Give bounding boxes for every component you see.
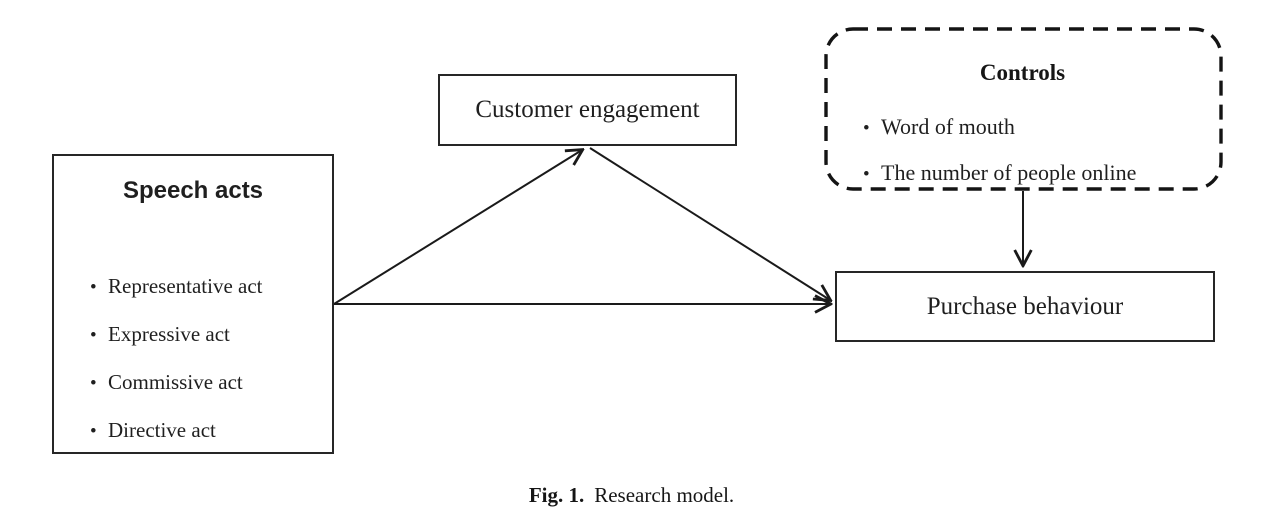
list-item-label: Representative act [108,274,263,298]
list-item-label: The number of people online [881,160,1137,185]
controls-list: Word of mouth The number of people onlin… [823,105,1222,197]
list-item-label: Directive act [108,418,216,442]
node-speech-acts: Speech acts Representative act Expressiv… [52,154,334,454]
figure-caption: Fig. 1. Research model. [0,483,1263,508]
list-item: Commissive act [90,359,332,407]
figure-caption-text: Research model. [594,483,735,507]
node-controls: Controls Word of mouth The number of peo… [823,28,1222,190]
node-customer-engagement: Customer engagement [438,74,737,146]
figure-caption-label: Fig. 1. [528,483,585,507]
speech-acts-title: Speech acts [122,177,264,204]
controls-title: Controls [979,60,1066,85]
node-purchase-behaviour: Purchase behaviour [835,271,1215,342]
list-item: Word of mouth [863,105,1222,151]
list-item: Expressive act [90,311,332,359]
purchase-behaviour-label: Purchase behaviour [926,292,1124,320]
list-item-label: Commissive act [108,370,243,394]
list-item: Directive act [90,407,332,455]
list-item: The number of people online [863,151,1222,197]
arrow-speech-to-engagement [333,150,582,305]
speech-acts-list: Representative act Expressive act Commis… [54,263,332,455]
list-item: Representative act [90,263,332,311]
customer-engagement-label: Customer engagement [475,96,700,123]
arrow-engagement-to-purchase [589,147,830,300]
list-item-label: Word of mouth [881,114,1015,139]
list-item-label: Expressive act [108,322,230,346]
